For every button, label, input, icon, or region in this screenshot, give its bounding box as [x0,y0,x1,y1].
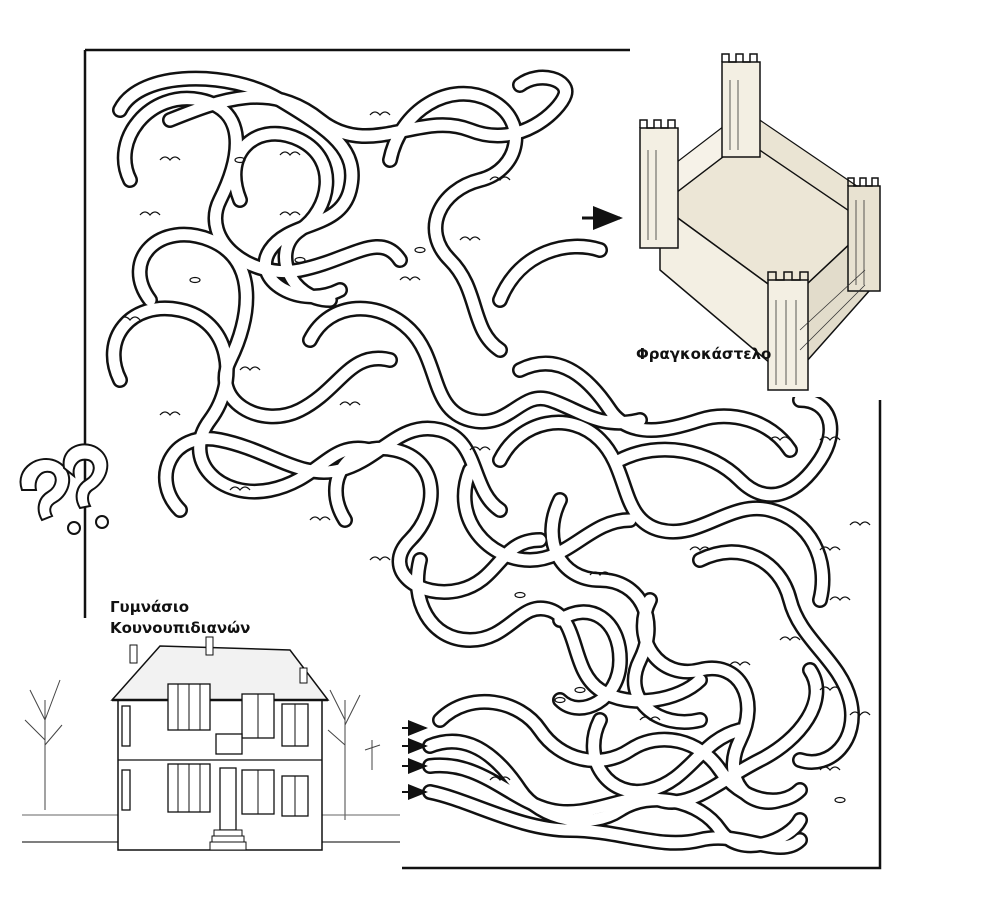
water-ripple [819,766,841,772]
water-ripples [119,111,871,804]
maze-corridor[interactable] [384,88,521,356]
water-ripple [849,521,871,527]
maze-corridor[interactable] [638,594,786,808]
castle-icon [630,42,892,397]
water-ripple [119,316,141,322]
maze-corridor[interactable] [411,554,706,707]
water-ripple [309,516,331,522]
entrance-arrows [402,720,428,800]
water-bubble [834,796,846,804]
goal-label: Φραγκοκάστελο [636,345,772,363]
water-bubble [294,256,306,264]
water-bubble [514,591,526,599]
maze-corridor[interactable] [164,72,571,142]
maze-corridor[interactable] [588,714,746,797]
water-ripple [159,411,181,417]
water-ripple [819,686,841,692]
water-ripple [729,661,751,667]
water-ripple [769,436,791,442]
maze-corridor[interactable] [554,606,626,714]
water-bubble [414,246,426,254]
maze-corridor[interactable] [304,303,646,429]
water-ripple [489,776,511,782]
maze-corridor[interactable] [424,786,806,853]
water-ripple [469,446,491,452]
water-ripple [589,571,611,577]
maze-corridor-outline [409,552,708,709]
water-ripple [369,556,391,562]
water-ripple [819,436,841,442]
water-bubble [554,696,566,704]
maze-corridor[interactable] [459,464,636,566]
maze-corridor[interactable] [108,303,376,497]
start-label-line1: Γυμνάσιο [110,598,190,616]
maze-corridor[interactable] [330,443,546,598]
water-ripple [369,111,391,117]
maze-corridor[interactable] [614,394,836,501]
maze-frame [83,48,882,870]
maze-corridor[interactable] [514,358,796,456]
water-bubble [234,156,246,164]
water-ripple [689,546,711,552]
water-ripple [229,486,251,492]
water-ripple [399,276,421,282]
maze-corridor[interactable] [494,417,829,606]
water-ripple [279,211,301,217]
water-ripple [829,596,851,602]
maze-corridor[interactable] [424,664,822,818]
maze-corridor[interactable] [494,241,606,306]
question-marks-icon [19,443,109,535]
water-ripple [239,366,261,372]
maze-corridor[interactable] [229,128,336,306]
maze-corridor[interactable] [694,546,858,768]
maze-corridor-outline [327,440,548,600]
water-bubble [189,276,201,284]
water-bubble [574,686,586,694]
water-ripple [339,401,361,407]
water-ripple [779,636,801,642]
water-ripple [489,176,511,182]
school-building-icon [22,622,400,862]
water-ripple [639,716,661,722]
maze-corridor[interactable] [119,93,406,277]
water-ripple [139,211,161,217]
maze-corridors[interactable] [105,69,860,856]
water-ripple [849,711,871,717]
water-ripple [279,151,301,157]
start-label-line2: Κουνουπιδιανών [110,619,251,637]
water-ripple [819,546,841,552]
water-ripple [459,236,481,242]
start-label: Γυμνάσιο Κουνουπιδιανών [110,597,250,639]
water-ripple [159,156,181,162]
